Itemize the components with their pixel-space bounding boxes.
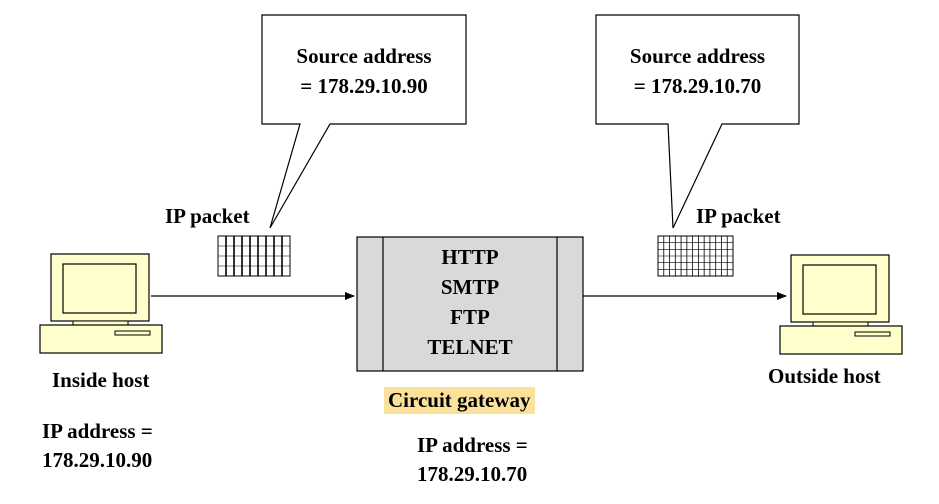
- inside-host-ip-line1: IP address =: [42, 419, 153, 443]
- circuit-gateway-label: Circuit gateway: [384, 387, 535, 414]
- outside-host-computer-icon: [779, 254, 903, 355]
- outside-host-label: Outside host: [768, 364, 881, 388]
- inside-ip-packet-icon: [217, 235, 291, 277]
- protocol-http: HTTP: [441, 245, 499, 269]
- protocol-smtp: SMTP: [440, 275, 500, 299]
- outside-callout-text: Source address = 178.29.10.70: [596, 41, 799, 101]
- gateway-ip-line1: IP address =: [417, 433, 528, 457]
- inside-host-label: Inside host: [52, 368, 150, 392]
- inside-callout-bubble: [261, 14, 467, 229]
- inside-callout-line2: = 178.29.10.90: [300, 74, 428, 98]
- inside-callout-text: Source address = 178.29.10.90: [262, 41, 466, 101]
- outside-ip-packet-icon: [657, 235, 734, 277]
- inside-host-computer-icon: [39, 253, 163, 354]
- gateway-ip-line2: 178.29.10.70: [417, 462, 528, 486]
- outside-packet-label: IP packet: [696, 204, 781, 228]
- inside-callout-line1: Source address: [296, 44, 432, 68]
- inside-packet-label: IP packet: [165, 204, 250, 228]
- protocol-ftp: FTP: [450, 305, 490, 329]
- protocol-telnet: TELNET: [427, 335, 513, 359]
- outside-callout-line2: = 178.29.10.70: [633, 74, 762, 98]
- gateway-protocol-list: HTTP SMTP FTP TELNET: [385, 242, 555, 362]
- outside-callout-line1: Source address: [629, 44, 766, 68]
- inside-host-ip-line2: 178.29.10.90: [42, 448, 153, 472]
- outside-callout-bubble: [595, 14, 800, 229]
- circuit-gateway-box: [356, 236, 584, 372]
